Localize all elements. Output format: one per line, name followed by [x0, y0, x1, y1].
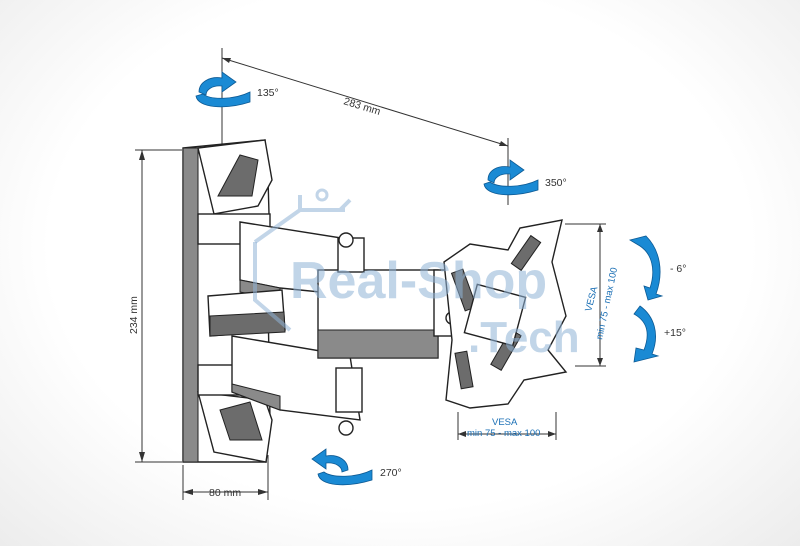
head-swivel-label: 350° — [545, 177, 567, 189]
rotate-arrow-270-icon — [311, 448, 373, 486]
height-label: 234 mm — [128, 296, 140, 334]
watermark — [253, 188, 352, 332]
vesa-horizontal-range: min 75 - max 100 — [467, 428, 540, 439]
vesa-horizontal-title: VESA — [492, 417, 518, 428]
depth-label: 80 mm — [209, 487, 241, 499]
vesa-vertical-title: VESA — [583, 285, 600, 313]
tilt-up-label: - 6° — [670, 263, 686, 275]
watermark-line2: .Tech — [468, 313, 580, 362]
vesa-vertical-range: min 75 - max 100 — [594, 267, 620, 341]
vesa-horizontal-line — [457, 412, 557, 440]
dimension-234-line — [135, 149, 182, 463]
vesa-plate — [443, 219, 568, 409]
rotate-arrow-135-icon — [195, 71, 251, 108]
arm-length-label: 283 mm — [342, 95, 382, 118]
swing-arm — [207, 221, 465, 436]
tilt-arrow-up-icon — [628, 235, 664, 301]
tilt-down-label: +15° — [664, 327, 686, 339]
dimension-80-line — [182, 455, 269, 500]
vesa-vertical-line — [565, 223, 606, 367]
rotate-arrow-350-icon — [483, 159, 539, 196]
wall-swivel-label: 135° — [257, 87, 279, 99]
tilt-arrow-down-icon — [633, 305, 660, 363]
watermark-line1: Real-Shop — [290, 252, 547, 310]
bottom-swivel-label: 270° — [380, 467, 402, 479]
